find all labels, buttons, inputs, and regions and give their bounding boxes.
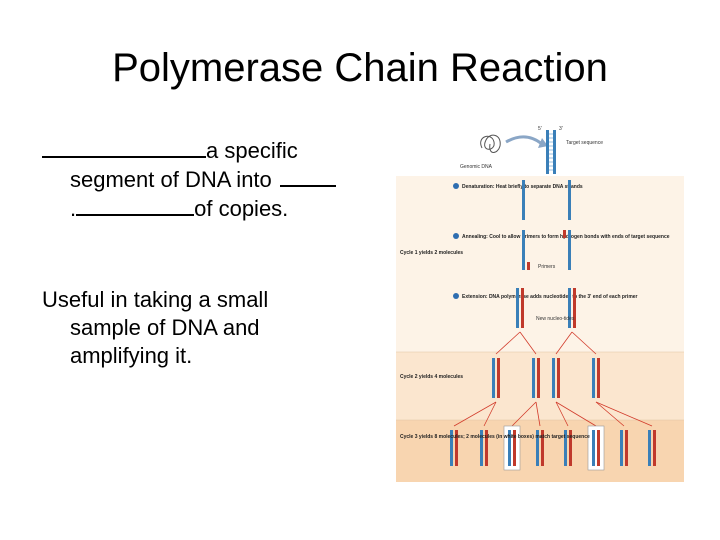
cycle1-band <box>396 176 684 352</box>
usage-line-3: amplifying it. <box>70 343 193 368</box>
fill-in-blank <box>279 165 336 187</box>
target-sequence-label: Target sequence <box>566 140 603 146</box>
primers-label: Primers <box>538 264 556 270</box>
definition-line-2: segment of DNA into <box>42 165 382 194</box>
genomic-dna-icon <box>480 134 501 153</box>
cycle1-label: Cycle 1 yields 2 molecules <box>400 250 463 256</box>
definition-line-1: a specific <box>42 138 298 163</box>
definition-paragraph: a specific segment of DNA into .of copie… <box>42 136 382 223</box>
five-prime-label: 5' <box>538 126 542 132</box>
cycle2-label: Cycle 2 yields 4 molecules <box>400 374 463 380</box>
genomic-dna-label: Genomic DNA <box>460 164 493 170</box>
usage-line-2: sample of DNA and <box>70 315 260 340</box>
definition-line-3: .of copies. <box>70 194 289 221</box>
cycle3-molecules <box>450 425 656 471</box>
pcr-diagram: Genomic DNA 5' 3' Target sequence Denatu… <box>396 122 684 486</box>
cycle3-label: Cycle 3 yields 8 molecules; 2 molecules … <box>400 434 590 440</box>
step3-label: Extension: DNA polymerase adds nucleotid… <box>462 294 638 300</box>
fill-in-blank <box>76 194 195 216</box>
fill-in-blank <box>42 136 206 158</box>
three-prime-label: 3' <box>559 126 563 132</box>
cycle2-molecules <box>492 358 600 398</box>
usage-line-1: Useful in taking a small <box>42 287 269 312</box>
slide-title: Polymerase Chain Reaction <box>112 46 608 90</box>
cycle3-band <box>396 420 684 482</box>
new-nucleotides-label: New nucleo-tides <box>536 316 575 322</box>
usage-paragraph: Useful in taking a small sample of DNA a… <box>42 286 382 370</box>
